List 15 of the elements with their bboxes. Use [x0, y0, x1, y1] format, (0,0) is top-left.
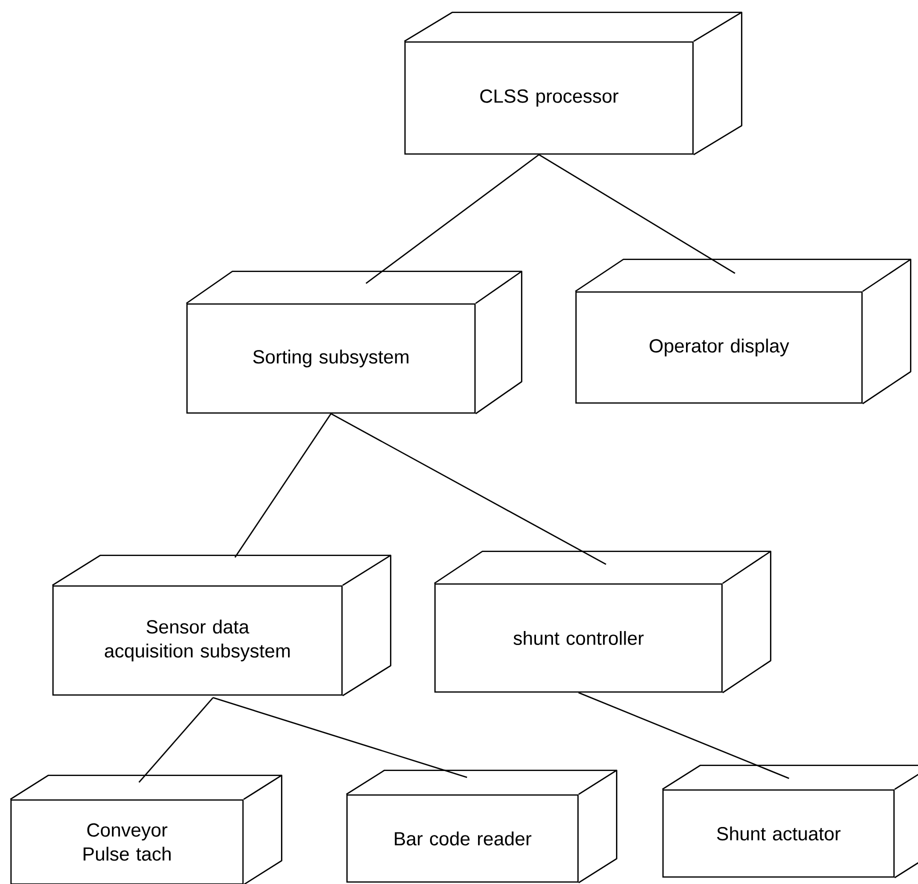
- node-box: Shunt actuator: [662, 764, 918, 878]
- connector-line: [330, 413, 606, 565]
- node-box: Sorting subsystem: [186, 270, 522, 414]
- connector-line: [212, 697, 468, 778]
- node-box: Sensor data acquisition subsystem: [52, 554, 392, 696]
- node-box: Conveyor Pulse tach: [10, 774, 282, 884]
- connector-line: [578, 692, 790, 779]
- node-box: Bar code reader: [346, 770, 618, 884]
- node-box: Operator display: [575, 258, 912, 404]
- connector-line: [366, 154, 540, 284]
- connector-line: [138, 697, 214, 783]
- connector-line: [538, 154, 736, 274]
- node-box: shunt controller: [434, 550, 772, 694]
- connector-line: [234, 413, 332, 558]
- node-box: CLSS processor: [404, 12, 742, 156]
